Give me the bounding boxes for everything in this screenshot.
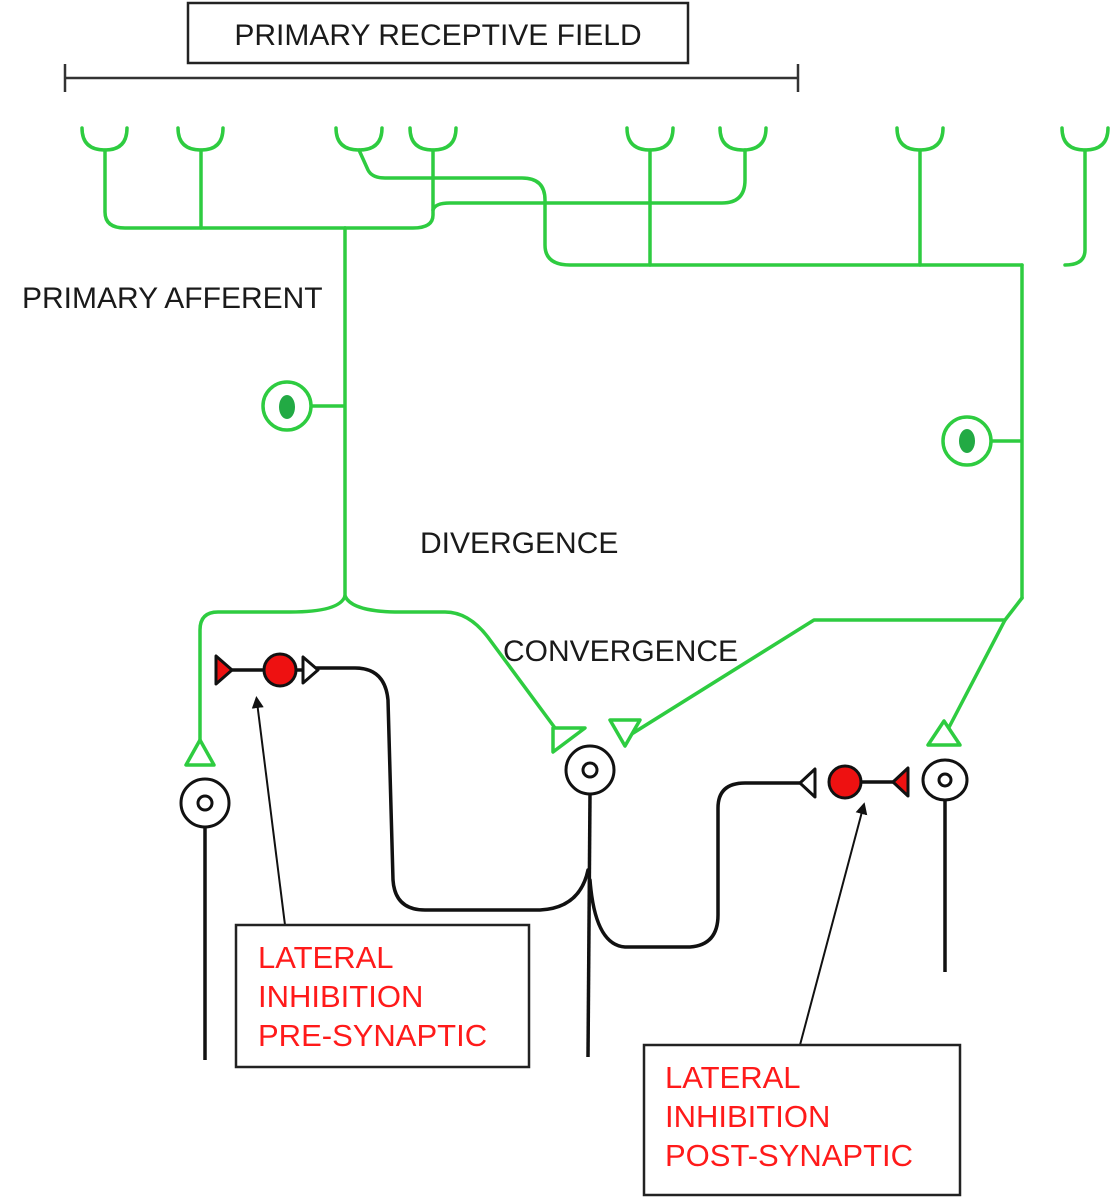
convergence-label: CONVERGENCE xyxy=(503,635,738,668)
right-afferent-cell-body xyxy=(941,415,1022,467)
left-afferent-synapse-center xyxy=(551,726,587,754)
left-afferent-endings xyxy=(80,126,458,152)
left-afferent-terminals xyxy=(198,594,557,742)
post-synaptic-interneuron-axon xyxy=(588,781,802,949)
left-projection-neuron xyxy=(179,777,231,1060)
right-afferent-synapse-right xyxy=(926,719,962,747)
right-afferent-synapse-center xyxy=(608,718,642,748)
post-synaptic-line-3: POST-SYNAPTIC xyxy=(665,1138,913,1173)
center-projection-neuron xyxy=(564,744,616,1058)
pre-synaptic-callout-arrow xyxy=(251,696,286,926)
right-afferent-branches xyxy=(357,148,1087,267)
pre-synaptic-interneuron-axon xyxy=(314,666,590,912)
post-synaptic-line-1: LATERAL xyxy=(665,1060,801,1095)
receptive-field-title: PRIMARY RECEPTIVE FIELD xyxy=(234,19,641,52)
pre-synaptic-line-3: PRE-SYNAPTIC xyxy=(258,1018,487,1053)
right-projection-neuron xyxy=(921,758,969,972)
post-synaptic-callout: LATERAL INHIBITION POST-SYNAPTIC xyxy=(642,1043,962,1197)
left-afferent-cell-body xyxy=(261,380,345,432)
pre-synaptic-callout: LATERAL INHIBITION PRE-SYNAPTIC xyxy=(234,923,531,1069)
right-afferent-terminals xyxy=(628,596,1024,737)
post-synaptic-line-2: INHIBITION xyxy=(665,1099,830,1134)
post-synaptic-inhibitory-interneuron xyxy=(798,764,910,800)
post-synaptic-callout-arrow xyxy=(799,802,868,1046)
pre-synaptic-line-1: LATERAL xyxy=(258,940,394,975)
receptive-field-bracket xyxy=(63,64,800,92)
left-afferent-branches xyxy=(103,148,747,230)
pre-synaptic-inhibitory-interneuron xyxy=(214,652,320,688)
receptive-field-title-box xyxy=(186,1,690,65)
right-afferent-endings xyxy=(334,126,1110,152)
pre-synaptic-line-2: INHIBITION xyxy=(258,979,423,1014)
left-afferent-synapse-left xyxy=(184,738,216,767)
divergence-label: DIVERGENCE xyxy=(420,527,618,560)
primary-afferent-label: PRIMARY AFFERENT xyxy=(22,282,323,315)
